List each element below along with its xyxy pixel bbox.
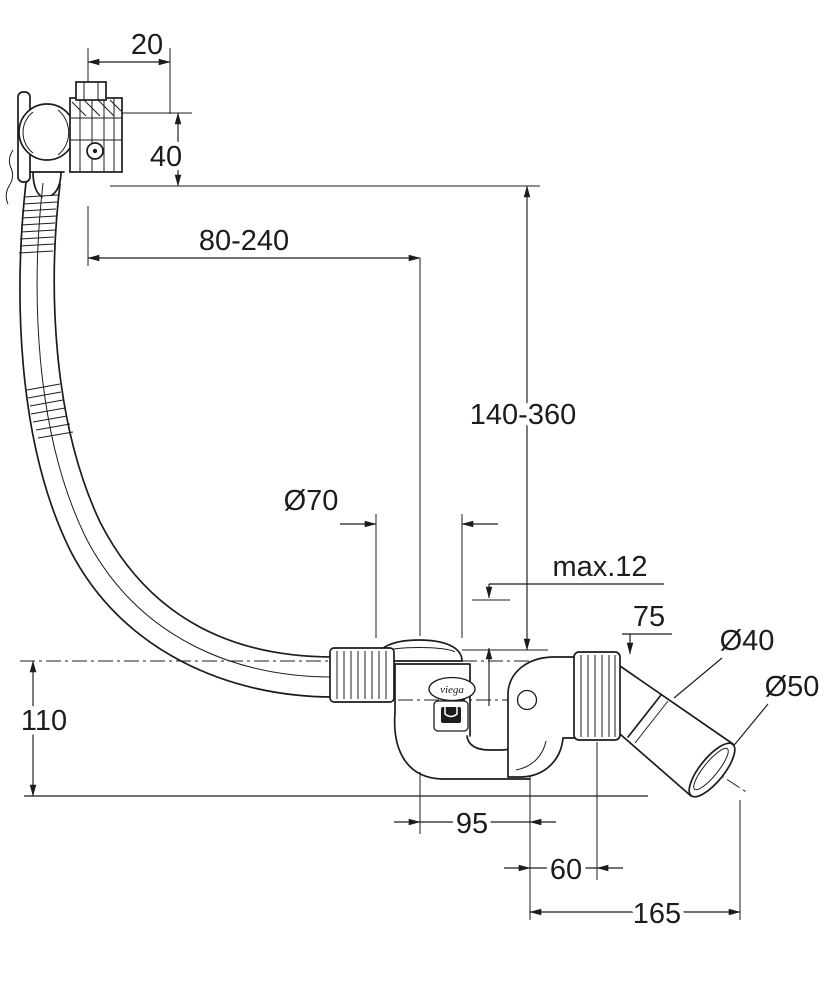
dim-label-75: 75 <box>633 601 665 633</box>
hose-union-nut <box>329 647 395 703</box>
waste-drain-assembly: viega <box>329 639 577 780</box>
dim-label-165: 165 <box>633 898 681 930</box>
dim-label-60: 60 <box>550 854 582 886</box>
tub-icon <box>441 707 461 723</box>
overflow-rotary-fitting <box>5 81 123 205</box>
rotary-knob <box>18 103 76 161</box>
pipe-end-outer-rim <box>688 742 736 798</box>
hose-outer-wall <box>19 181 334 698</box>
flexible-hose <box>18 181 334 698</box>
hatching <box>71 99 122 117</box>
hose-inner-wall <box>53 183 334 658</box>
hose-corrugation-mid <box>26 383 74 439</box>
top-cap <box>75 81 107 101</box>
dim-label-dia40: Ø40 <box>720 625 775 657</box>
dimension-labels: 20 40 80-240 140-360 Ø70 max.12 75 Ø40 Ø… <box>16 25 824 935</box>
dim-label-95: 95 <box>456 808 488 840</box>
pipe-step-joint <box>627 694 662 738</box>
hose-cable-line <box>36 182 334 678</box>
brand-logo-text: viega <box>440 684 464 696</box>
coupling-threads <box>580 655 616 737</box>
extension-lines <box>87 48 741 920</box>
outlet-pipe-bottom-wall <box>619 733 692 797</box>
dim-label-20: 20 <box>131 29 163 61</box>
dim-label-110: 110 <box>21 705 67 737</box>
dim-label-max12: max.12 <box>552 551 647 583</box>
dim-label-40: 40 <box>150 141 182 173</box>
hose-corrugation-top <box>18 194 59 254</box>
overflow-inlet-hole <box>516 689 538 711</box>
outlet-pipe-top-wall <box>619 665 734 745</box>
cable-squiggle <box>5 149 14 205</box>
trap-outer <box>393 711 531 780</box>
pipe-end-inner-rim <box>693 747 729 791</box>
dim-label-140-360: 140-360 <box>470 399 576 431</box>
outlet-elbow <box>507 656 577 778</box>
dim-label-dia50: Ø50 <box>765 671 820 703</box>
dim-label-80-240: 80-240 <box>199 225 289 257</box>
dim-label-dia70: Ø70 <box>284 485 339 517</box>
leader-dia40 <box>673 657 723 699</box>
dimension-lines <box>29 58 769 916</box>
outlet-pipe-assembly <box>573 651 736 798</box>
union-nut-threads <box>336 651 387 699</box>
